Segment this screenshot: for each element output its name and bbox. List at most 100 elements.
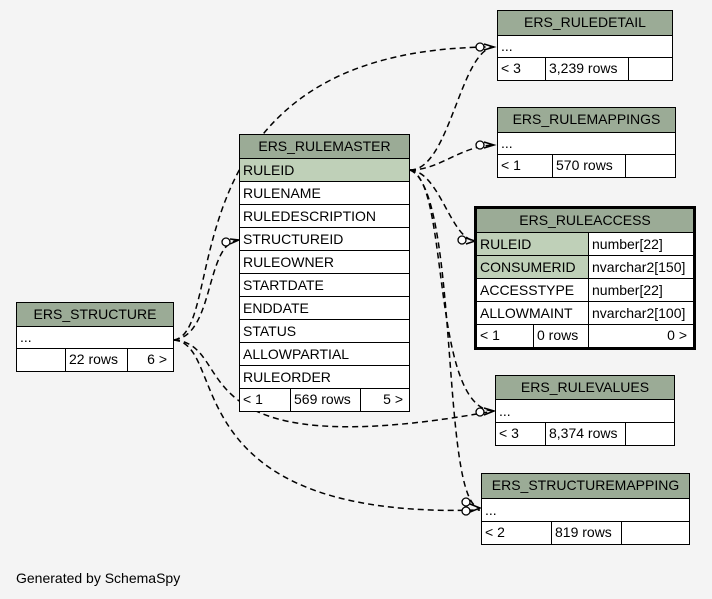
table-row: ... (482, 499, 689, 522)
table-row: STRUCTUREID (240, 228, 409, 251)
table-row: ... (498, 133, 675, 155)
table-stats-row: < 1 569 rows 5 > (240, 389, 409, 411)
children-count: 6 > (127, 349, 173, 371)
optional-marker (475, 42, 485, 52)
column-cell: ... (501, 135, 513, 151)
children-count: 5 > (360, 389, 409, 411)
table-row: STARTDATE (240, 274, 409, 297)
table-title[interactable]: ERS_STRUCTURE (17, 303, 173, 327)
column-cell: ALLOWPARTIAL (243, 346, 350, 362)
crowfoot-marker (483, 407, 497, 416)
row-count: 570 rows (552, 155, 625, 177)
table-title[interactable]: ERS_RULEMAPPINGS (498, 108, 675, 133)
relationship-line-structure-ruledetail (173, 46, 495, 341)
column-type: number[22] (588, 279, 693, 301)
table-title[interactable]: ERS_STRUCTUREMAPPING (482, 474, 689, 499)
optional-marker (475, 407, 485, 417)
children-count: 0 > (588, 325, 693, 347)
column-cell: RULEDESCRIPTION (243, 208, 377, 224)
table-row: ... (496, 400, 674, 423)
column-name: ALLOWMAINT (480, 305, 573, 321)
column-cell: ... (501, 38, 513, 54)
table-row: STATUS (240, 320, 409, 343)
children-count (625, 423, 674, 445)
table-title[interactable]: ERS_RULEDETAIL (498, 11, 672, 36)
generated-by-footer: Generated by SchemaSpy (16, 570, 181, 586)
relationship-line-rulemaster-structuremapping (409, 169, 481, 509)
column-type: nvarchar2[100] (588, 302, 693, 324)
table-stats-row: < 1 570 rows (498, 155, 675, 177)
parents-count: < 1 (501, 157, 521, 173)
row-count: 3,239 rows (545, 58, 628, 80)
table-row: ENDDATE (240, 297, 409, 320)
relationship-line-structure-rulemaster (173, 239, 240, 341)
column-type: nvarchar2[150] (588, 256, 693, 278)
column-cell: STARTDATE (243, 277, 324, 293)
table-title[interactable]: ERS_RULEACCESS (477, 209, 693, 233)
parents-count: < 3 (499, 425, 519, 441)
parents-count: < 1 (243, 391, 263, 407)
children-count (625, 155, 675, 177)
optional-marker (221, 237, 231, 247)
column-cell: ... (499, 403, 511, 419)
table-row: ... (498, 36, 672, 58)
parents-count: < 1 (480, 327, 500, 343)
column-cell: RULEORDER (243, 369, 331, 385)
table-stats-row: 22 rows 6 > (17, 349, 173, 371)
optional-marker (461, 497, 471, 507)
table-row: ALLOWPARTIAL (240, 343, 409, 366)
children-count (628, 58, 672, 80)
table-ers-rulevalues[interactable]: ERS_RULEVALUES ... < 3 8,374 rows (495, 375, 675, 446)
relationship-line-structure-rulevalues (173, 339, 495, 428)
table-row: ... (17, 327, 173, 349)
table-row: ALLOWMAINT nvarchar2[100] (477, 302, 693, 325)
parents-count: < 2 (485, 524, 505, 540)
relationship-line-rulemaster-ruleaccess (409, 169, 476, 242)
column-name: ACCESSTYPE (480, 282, 575, 298)
table-row: ACCESSTYPE number[22] (477, 279, 693, 302)
relationship-line-rulemaster-ruledetail (409, 46, 495, 171)
table-ers-rulemaster[interactable]: ERS_RULEMASTER RULEID RULENAME RULEDESCR… (239, 134, 410, 412)
optional-marker (457, 235, 467, 245)
column-cell: STRUCTUREID (243, 231, 344, 247)
column-cell: ENDDATE (243, 300, 309, 316)
crowfoot-marker (229, 238, 242, 245)
crowfoot-marker (469, 503, 483, 513)
table-title[interactable]: ERS_RULEVALUES (496, 376, 674, 400)
row-count: 0 rows (533, 325, 588, 347)
optional-marker (461, 506, 471, 516)
table-title[interactable]: ERS_RULEMASTER (240, 135, 409, 159)
row-count: 569 rows (290, 389, 360, 411)
column-name: RULEID (477, 233, 588, 255)
table-stats-row: < 2 819 rows (482, 522, 689, 544)
row-count: 22 rows (65, 349, 127, 371)
column-cell: RULEOWNER (243, 254, 335, 270)
table-stats-row: < 3 3,239 rows (498, 58, 672, 80)
table-ers-structure[interactable]: ERS_STRUCTURE ... 22 rows 6 > (16, 302, 174, 372)
table-row: CONSUMERID nvarchar2[150] (477, 256, 693, 279)
table-row: RULEDESCRIPTION (240, 205, 409, 228)
table-ers-ruledetail[interactable]: ERS_RULEDETAIL ... < 3 3,239 rows (497, 10, 673, 81)
table-row: RULEID (240, 159, 409, 182)
column-cell: STATUS (243, 323, 297, 339)
column-name: CONSUMERID (477, 256, 588, 278)
column-cell: RULEID (243, 162, 295, 178)
table-ers-structuremapping[interactable]: ERS_STRUCTUREMAPPING ... < 2 819 rows (481, 473, 690, 545)
relationship-line-rulemaster-rulemappings (409, 144, 495, 171)
table-ers-rulemappings[interactable]: ERS_RULEMAPPINGS ... < 1 570 rows (497, 107, 676, 178)
relationship-line-structure-structuremapping (173, 339, 481, 512)
crowfoot-marker (483, 43, 497, 51)
row-count: 819 rows (551, 522, 621, 544)
table-row: RULENAME (240, 182, 409, 205)
table-ers-ruleaccess[interactable]: ERS_RULEACCESS RULEID number[22] CONSUME… (474, 206, 696, 350)
parents-count: < 3 (501, 60, 521, 76)
column-type: number[22] (588, 233, 693, 255)
column-cell: RULENAME (243, 185, 321, 201)
table-row: RULEID number[22] (477, 233, 693, 256)
table-row: RULEORDER (240, 366, 409, 389)
optional-marker (475, 140, 485, 150)
parents-count (17, 349, 65, 371)
crowfoot-marker (483, 141, 497, 149)
row-count: 8,374 rows (545, 423, 625, 445)
